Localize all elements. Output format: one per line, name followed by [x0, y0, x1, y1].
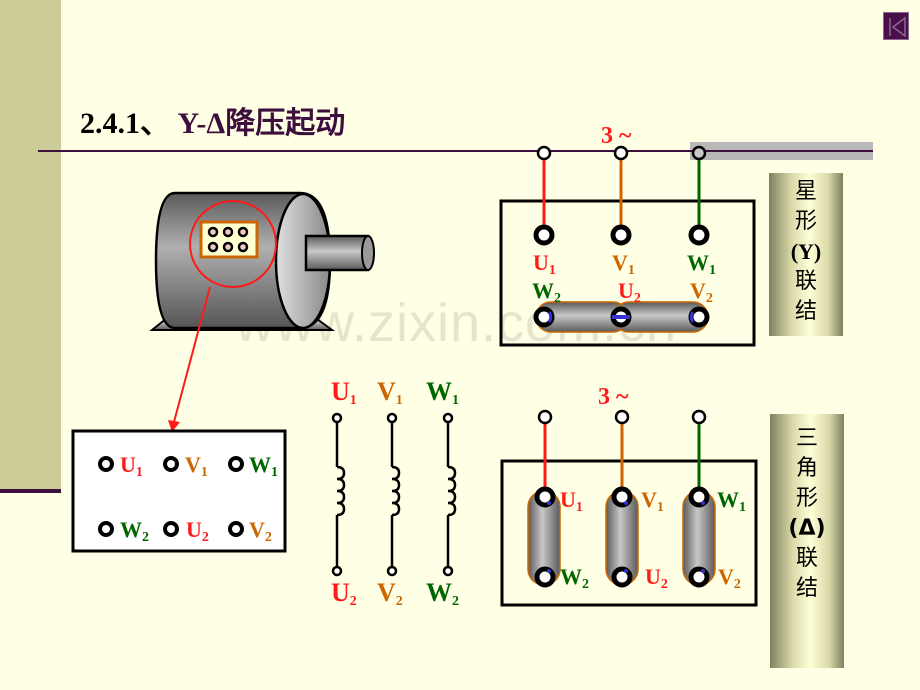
- box-label-u1: U1: [120, 452, 143, 480]
- delta-connection-diagram: [500, 409, 758, 607]
- star-label-u2: U2: [618, 278, 641, 306]
- nav-back-button[interactable]: [883, 12, 909, 40]
- box-label-w2: W2: [120, 517, 149, 545]
- winding-label-w1: W1: [426, 377, 459, 408]
- delta-label-w1: W1: [717, 487, 746, 515]
- winding-v: [386, 412, 401, 577]
- arrow-head-icon: [168, 420, 180, 432]
- delta-connection-label: 三 角 形 (Δ) 联 结: [770, 414, 844, 668]
- terminal-plate-pins: [207, 226, 249, 253]
- delta-label-v1: V1: [641, 487, 664, 515]
- star-label-v2: V2: [690, 278, 713, 306]
- delta-label-u2: U2: [645, 564, 668, 592]
- star-terminal-u1: [533, 224, 555, 246]
- star-terminal-box: [499, 199, 756, 347]
- delta-supply-label: 3 ~: [598, 384, 629, 410]
- title-underline: [38, 150, 873, 152]
- star-label-w1: W1: [687, 250, 716, 278]
- windings-diagram: [331, 412, 457, 577]
- winding-label-v2: V2: [377, 578, 403, 609]
- delta-label-v2: V2: [718, 564, 741, 592]
- terminal-highlight-circle: [189, 200, 277, 288]
- delta-label-u1: U1: [560, 487, 583, 515]
- delta-label-w2: W2: [560, 564, 589, 592]
- supply-terminal-l1: [536, 145, 552, 161]
- winding-w: [442, 412, 457, 577]
- winding-label-v1: V1: [377, 377, 403, 408]
- box-label-w1: W1: [249, 452, 278, 480]
- winding-label-w2: W2: [426, 578, 459, 609]
- sidebar-rule: [0, 489, 61, 493]
- title-number: 2.4.1、: [80, 107, 170, 140]
- winding-u: [331, 412, 346, 577]
- star-terminal-v2: [688, 306, 710, 328]
- callout-arrow-line: [173, 286, 211, 423]
- supply-terminal-l3: [691, 145, 707, 161]
- star-supply-label: 3 ~: [601, 123, 632, 149]
- title-text: Y-Δ降压起动: [177, 107, 346, 140]
- star-label-u1: U1: [533, 250, 556, 278]
- box-label-v1: V1: [185, 452, 208, 480]
- box-label-v2: V2: [249, 517, 272, 545]
- winding-label-u1: U1: [331, 377, 357, 408]
- winding-label-u2: U2: [331, 578, 357, 609]
- star-label-w2: W2: [532, 278, 561, 306]
- terminal-box-pins: [98, 456, 244, 537]
- delta-terminal-box: [500, 459, 758, 607]
- motor-illustration: [149, 191, 375, 432]
- motor-shaft: [304, 234, 370, 272]
- sidebar-strip: [0, 0, 61, 492]
- slide-title: 2.4.1、 Y-Δ降压起动: [80, 98, 345, 142]
- star-terminal-v1: [610, 224, 632, 246]
- star-connection-diagram: [499, 145, 756, 347]
- box-label-u2: U2: [186, 517, 209, 545]
- star-terminal-w1: [688, 224, 710, 246]
- supply-terminal-l2: [613, 145, 629, 161]
- skip-back-icon: [889, 16, 906, 38]
- star-label-v1: V1: [612, 250, 635, 278]
- star-connection-label: 星 形 (Y) 联 结: [769, 173, 843, 336]
